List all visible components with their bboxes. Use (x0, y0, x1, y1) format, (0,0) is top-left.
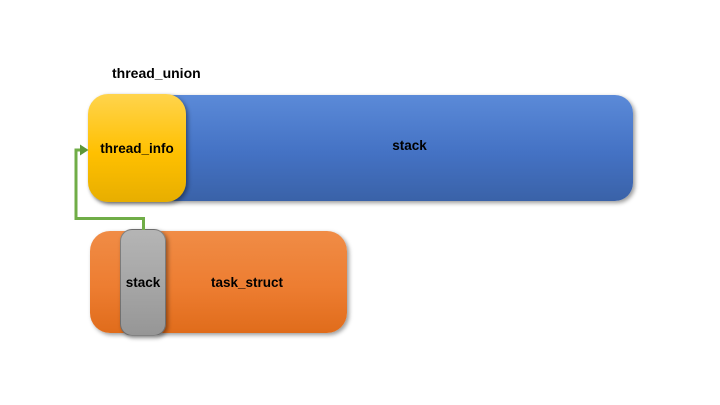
thread-union-label: thread_union (112, 65, 201, 81)
thread-info-label: thread_info (100, 140, 174, 156)
stack-field-box: stack (120, 229, 166, 336)
stack-field-label: stack (125, 275, 161, 290)
thread-info-box: thread_info (88, 94, 186, 202)
